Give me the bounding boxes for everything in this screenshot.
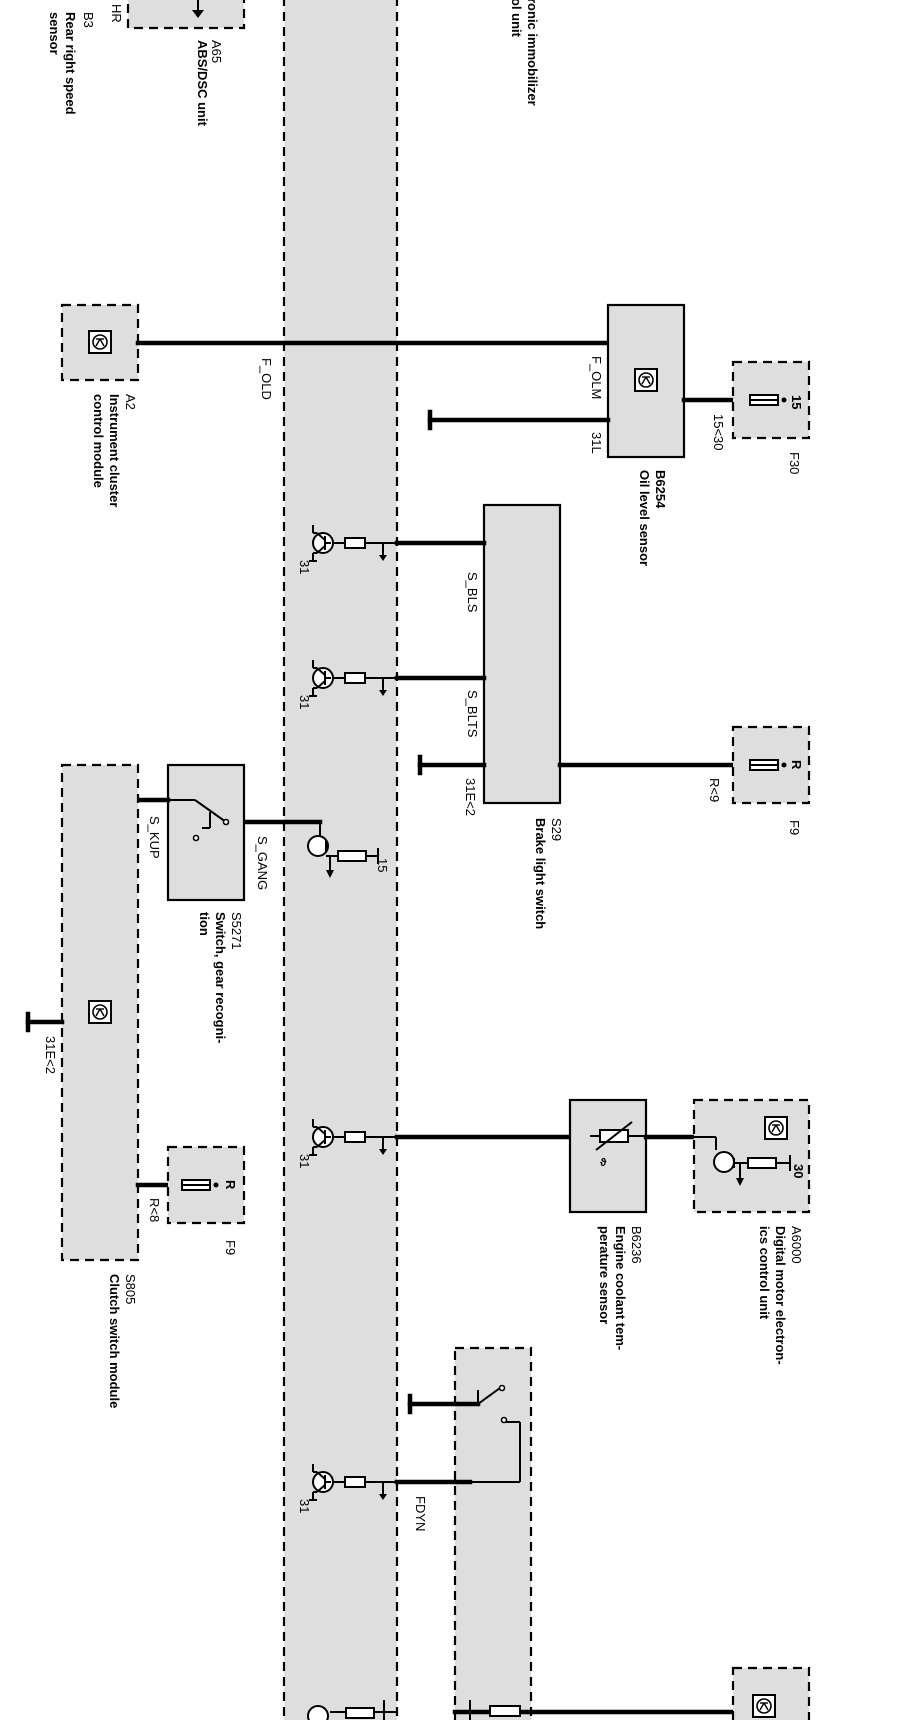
a2-code: A2 xyxy=(123,394,138,410)
b6236-box xyxy=(568,1098,648,1214)
a65-box xyxy=(126,0,246,30)
s29-code: S29 xyxy=(549,818,564,841)
immobilizer-name-1: ronic immobilizer xyxy=(525,0,540,106)
pin-r-f9a: R xyxy=(789,760,804,770)
s5271-switch-symbol xyxy=(168,799,230,842)
b6254-code: B6254 xyxy=(653,470,668,509)
a6000-ecu-icon xyxy=(764,1116,788,1140)
pin-31l: 31L xyxy=(589,432,604,454)
f9b-code: F9 xyxy=(223,1240,238,1255)
a6000-name-1: Digital motor electron- xyxy=(773,1226,788,1365)
s-kup-label: S_KUP xyxy=(147,816,162,859)
f-olm-label: F_OLM xyxy=(589,356,604,399)
s29-name: Brake light switch xyxy=(533,818,548,929)
b3-code: B3 xyxy=(81,12,96,28)
fdyn-module-box xyxy=(453,1346,533,1720)
s29-box xyxy=(482,503,562,805)
a6000-transistor-stage xyxy=(694,1136,791,1186)
b6254-name: Oil level sensor xyxy=(637,470,652,566)
pin-15-30: 15<30 xyxy=(711,414,726,451)
a6000-code: A6000 xyxy=(789,1226,804,1264)
fdyn-label: FDYN xyxy=(413,1496,428,1531)
fdyn-switch-symbol xyxy=(407,1384,521,1483)
f-old-label: F_OLD xyxy=(259,358,274,400)
a6000-box xyxy=(692,1098,811,1214)
bottom-partial-stage xyxy=(307,1700,736,1720)
s5271-name-1: Switch, gear recogni- xyxy=(213,912,228,1043)
vcc-15-s-gang: 15 xyxy=(375,858,390,872)
immobilizer-name-2: ol unit xyxy=(509,0,524,38)
s805-name: Clutch switch module xyxy=(107,1274,122,1408)
thermistor-symbol: ϑ xyxy=(590,1121,646,1169)
f30-code: F30 xyxy=(787,452,802,474)
s805-code: S805 xyxy=(123,1274,138,1304)
b6236-name-1: Engine coolant tem- xyxy=(613,1226,628,1350)
b3-pin: HR xyxy=(109,4,124,23)
gnd-31-blts: 31 xyxy=(297,695,312,709)
bottom-partial-ecu-icon xyxy=(752,1694,776,1718)
b6254-ecu-icon xyxy=(634,368,658,392)
stage-s-gang xyxy=(241,819,379,878)
s5271-box xyxy=(166,763,246,902)
pin-r9: R<9 xyxy=(707,778,722,802)
s-gang-label: S_GANG xyxy=(255,836,270,890)
pin-15-f30: 15 xyxy=(789,395,804,409)
b3-name-2: sensor xyxy=(47,12,62,55)
s5271-code: S5271 xyxy=(229,912,244,950)
pin-r-f9b: R xyxy=(223,1180,238,1190)
a2-ecu-icon xyxy=(88,330,112,354)
gnd-31-fdyn: 31 xyxy=(297,1499,312,1513)
pin-r8: R<8 xyxy=(147,1198,162,1222)
b3-name-1: Rear right speed xyxy=(63,12,78,115)
a2-name-2: control module xyxy=(91,394,106,488)
s805-ecu-icon xyxy=(88,1000,112,1024)
b6236-code: B6236 xyxy=(629,1226,644,1264)
a65-code: A65 xyxy=(209,40,224,63)
a2-name-1: Instrument cluster xyxy=(107,394,122,507)
pin-30: 30 xyxy=(791,1164,806,1178)
s5271-name-2: tion xyxy=(197,912,212,936)
s-bls-label: S_BLS xyxy=(465,572,480,613)
svg-text:ϑ: ϑ xyxy=(600,1157,607,1169)
gnd-31-bls: 31 xyxy=(297,560,312,574)
b6236-name-2: perature sensor xyxy=(597,1226,612,1324)
a65-name: ABS/DSC unit xyxy=(195,40,210,127)
top-labels: HR B3 Rear right speed sensor A65 ABS/DS… xyxy=(47,0,540,127)
s-blts-label: S_BLTS xyxy=(465,690,480,738)
a6000-name-2: ics control unit xyxy=(757,1226,772,1320)
pin-31e2-s805: 31E<2 xyxy=(43,1036,58,1074)
a65-arrow xyxy=(192,10,204,18)
gnd-31-coolant: 31 xyxy=(297,1154,312,1168)
pin-31e2-s29: 31E<2 xyxy=(463,778,478,816)
f9a-code: F9 xyxy=(787,820,802,835)
